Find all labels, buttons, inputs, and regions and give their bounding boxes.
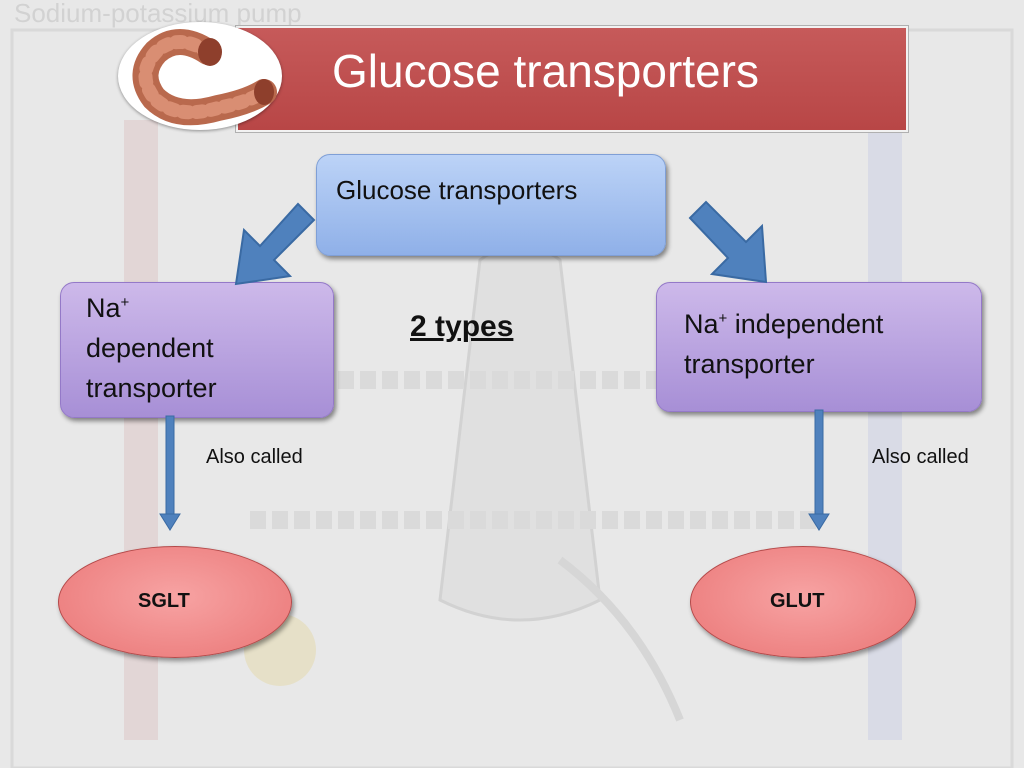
na-independent-line1: Na bbox=[684, 309, 719, 339]
na-dependent-line2: dependent bbox=[86, 333, 214, 363]
also-called-left: Also called bbox=[206, 446, 303, 468]
watermark-title: Sodium-potassium pump bbox=[14, 0, 302, 28]
na-dependent-box bbox=[60, 282, 334, 418]
na-dependent-line3: transporter bbox=[86, 373, 217, 403]
na-independent-line2: transporter bbox=[684, 349, 815, 379]
title-banner bbox=[236, 26, 908, 132]
sglt-label: SGLT bbox=[138, 590, 190, 612]
also-called-right: Also called bbox=[872, 446, 969, 468]
slide-title: Glucose transporters bbox=[332, 45, 759, 97]
arrow-to-glut bbox=[808, 409, 830, 531]
types-label: 2 types bbox=[410, 310, 514, 343]
na-dependent-label: Na+ dependent transporter bbox=[86, 288, 217, 408]
intestine-icon bbox=[118, 22, 282, 130]
arrow-to-sglt bbox=[159, 415, 181, 531]
glut-label: GLUT bbox=[770, 590, 825, 612]
glut-oval bbox=[690, 546, 916, 658]
root-box bbox=[316, 154, 666, 256]
na-independent-box bbox=[656, 282, 982, 412]
sglt-oval bbox=[58, 546, 292, 658]
na-independent-sup: + bbox=[718, 310, 728, 327]
na-dependent-line1: Na bbox=[86, 293, 121, 323]
na-independent-label: Na+ independent transporter bbox=[684, 304, 883, 384]
na-dependent-sup: + bbox=[120, 294, 130, 311]
na-independent-line1-rest: independent bbox=[727, 309, 884, 339]
arrow-down-left bbox=[234, 202, 316, 286]
arrow-down-right bbox=[688, 200, 768, 284]
root-box-label: Glucose transporters bbox=[336, 175, 578, 205]
